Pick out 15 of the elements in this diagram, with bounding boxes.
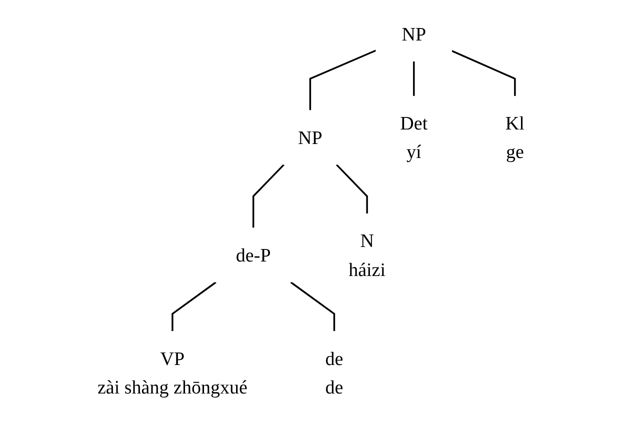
connector xyxy=(309,50,376,110)
node-text: Kl ge xyxy=(505,112,524,163)
node-text: N háizi xyxy=(348,230,386,280)
node-text: NP xyxy=(402,23,426,45)
connector xyxy=(172,282,216,332)
node-text: de-P xyxy=(236,244,271,266)
node-text: NP xyxy=(298,126,322,148)
connector xyxy=(290,282,336,332)
connector xyxy=(413,61,415,96)
node-text: Det yí xyxy=(400,112,428,163)
connector xyxy=(252,164,285,228)
connector xyxy=(452,50,516,96)
connector xyxy=(336,164,368,214)
node-text: de de xyxy=(325,348,344,398)
node-text: VP zài shàng zhōngxué xyxy=(98,348,248,398)
